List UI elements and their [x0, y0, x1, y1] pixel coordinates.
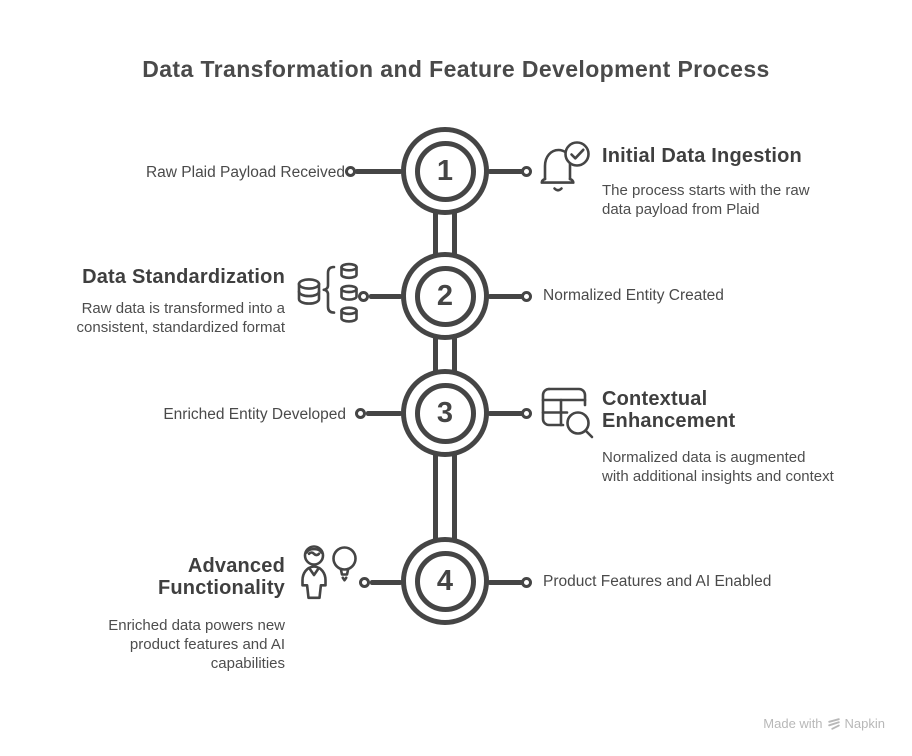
- step1-side-label: Raw Plaid Payload Received: [145, 164, 345, 181]
- step2-description: Raw data is transformed into a consisten…: [76, 300, 285, 337]
- timeline-node-3-inner: 3: [414, 382, 476, 444]
- step-number: 2: [436, 279, 454, 312]
- table-search-icon: [537, 381, 595, 439]
- connector-line: [366, 411, 402, 416]
- step1-description: The process starts with the raw data pay…: [602, 182, 810, 219]
- napkin-logo-icon: [827, 717, 841, 731]
- timeline-connector-2-3: [433, 338, 457, 372]
- connector-dot: [355, 408, 366, 419]
- step4-heading: Advanced Functionality: [157, 555, 285, 600]
- timeline-node-4: 4: [401, 537, 489, 625]
- connector-line: [488, 169, 523, 174]
- step1-heading: Initial Data Ingestion: [602, 145, 802, 167]
- connector-dot: [521, 291, 532, 302]
- database-transform-icon: [297, 259, 359, 327]
- step4-side-label: Product Features and AI Enabled: [543, 573, 772, 590]
- step-number: 1: [436, 154, 454, 187]
- connector-line: [488, 580, 523, 585]
- step-number: 4: [436, 564, 454, 597]
- diagram-title: Data Transformation and Feature Developm…: [142, 56, 770, 82]
- watermark[interactable]: Made with Napkin: [763, 716, 885, 731]
- step2-side-label: Normalized Entity Created: [543, 287, 724, 304]
- connector-dot: [521, 408, 532, 419]
- connector-line: [488, 411, 523, 416]
- connector-dot: [359, 577, 370, 588]
- step4-description: Enriched data powers new product feature…: [108, 617, 285, 673]
- connector-line: [369, 294, 402, 299]
- connector-dot: [358, 291, 369, 302]
- timeline-node-4-inner: 4: [414, 550, 476, 612]
- timeline-node-2-inner: 2: [414, 265, 476, 327]
- bell-check-icon: [534, 140, 592, 196]
- connector-line: [370, 580, 402, 585]
- step3-heading: Contextual Enhancement: [602, 388, 736, 433]
- connector-dot: [521, 577, 532, 588]
- person-idea-icon: [298, 543, 360, 613]
- connector-line: [488, 294, 523, 299]
- connector-dot: [521, 166, 532, 177]
- step-number: 3: [436, 396, 454, 429]
- timeline-node-1: 1: [401, 127, 489, 215]
- timeline-connector-3-4: [433, 455, 457, 539]
- timeline-node-2: 2: [401, 252, 489, 340]
- connector-line: [355, 169, 402, 174]
- watermark-brand: Napkin: [844, 716, 885, 731]
- connector-dot: [345, 166, 356, 177]
- step3-description: Normalized data is augmented with additi…: [602, 449, 834, 486]
- timeline-connector-1-2: [433, 213, 457, 254]
- step2-heading: Data Standardization: [82, 266, 285, 288]
- timeline-node-3: 3: [401, 369, 489, 457]
- step3-side-label: Enriched Entity Developed: [163, 406, 346, 423]
- timeline-node-1-inner: 1: [414, 140, 476, 202]
- watermark-credit: Made with: [763, 716, 823, 731]
